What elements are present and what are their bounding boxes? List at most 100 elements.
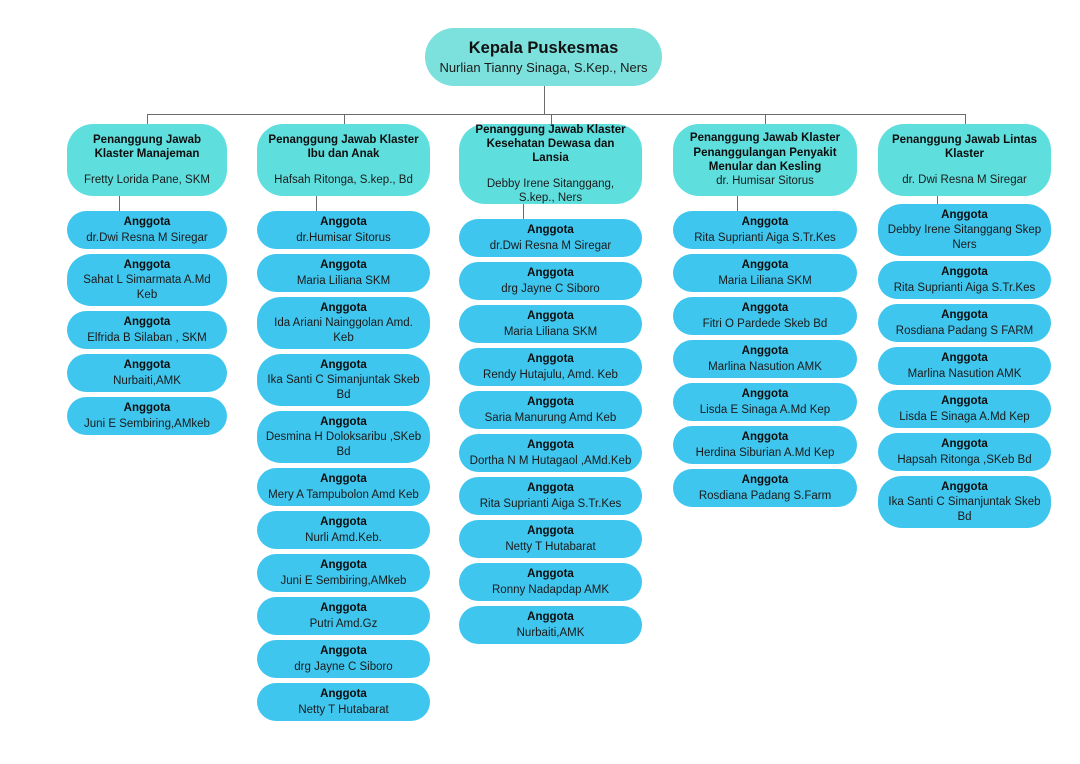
connector-drop-5 bbox=[964, 114, 966, 124]
cluster-head-3[interactable]: Penanggung Jawab Klaster Kesehatan Dewas… bbox=[459, 124, 642, 204]
member-name: Marlina Nasution AMK bbox=[907, 367, 1022, 380]
member-role-label: Anggota bbox=[741, 474, 789, 487]
member-name: Saria Manurung Amd Keb bbox=[484, 411, 617, 424]
member-name: Maria Liliana SKM bbox=[718, 274, 812, 287]
member-name: Netty T Hutabarat bbox=[298, 703, 389, 716]
member-role-label: Anggota bbox=[320, 559, 367, 572]
member-role-label: Anggota bbox=[527, 439, 574, 452]
member-role-label: Anggota bbox=[741, 345, 789, 358]
member-name: Sahat L Simarmata A.Md Keb bbox=[83, 274, 211, 301]
member-name: Putri Amd.Gz bbox=[309, 617, 378, 630]
member-role-label: Anggota bbox=[527, 611, 574, 624]
member-role-label: Anggota bbox=[527, 267, 574, 280]
root-node-name: Nurlian Tianny Sinaga, S.Kep., Ners bbox=[439, 59, 648, 75]
connector-drop-2 bbox=[343, 114, 345, 124]
member-role-label: Anggota bbox=[123, 316, 171, 329]
member-role-label: Anggota bbox=[741, 388, 789, 401]
connector-head-to-members-1 bbox=[119, 196, 120, 211]
member-role-label: Anggota bbox=[527, 224, 574, 237]
member-name: Rita Suprianti Aiga S.Tr.Kes bbox=[479, 497, 622, 510]
member-name: Nurbaiti,AMK bbox=[113, 374, 181, 387]
member-name: Mery A Tampubolon Amd Keb bbox=[268, 488, 419, 501]
root-node-kepala-puskesmas[interactable]: Kepala Puskesmas Nurlian Tianny Sinaga, … bbox=[425, 28, 662, 86]
member-name: Rita Suprianti Aiga S.Tr.Kes bbox=[694, 231, 836, 244]
member-name: Ika Santi C Simanjuntak Skeb Bd bbox=[267, 374, 420, 401]
cluster-head-name: dr. Humisar Sitorus bbox=[716, 175, 814, 188]
member-node[interactable]: Anggota dr.Dwi Resna M Siregar bbox=[459, 219, 642, 257]
member-name: dr.Humisar Sitorus bbox=[296, 231, 391, 244]
connector-drop-3 bbox=[550, 114, 552, 124]
member-role-label: Anggota bbox=[527, 568, 574, 581]
connector-head-to-members-5 bbox=[936, 196, 938, 204]
cluster-head-title: Penanggung Jawab Klaster Kesehatan Dewas… bbox=[475, 123, 626, 165]
cluster-head-title: Penanggung Jawab Klaster Ibu dan Anak bbox=[268, 133, 419, 161]
member-role-label: Anggota bbox=[320, 516, 367, 529]
member-name: Fitri O Pardede Skeb Bd bbox=[702, 317, 828, 330]
cluster-column-3: Penanggung Jawab Klaster Kesehatan Dewas… bbox=[459, 124, 642, 649]
member-role-label: Anggota bbox=[320, 688, 367, 701]
member-name: Rosdiana Padang S FARM bbox=[895, 324, 1034, 337]
cluster-head-title: Penanggung Jawab Lintas Klaster bbox=[891, 133, 1038, 161]
member-name: dr.Dwi Resna M Siregar bbox=[489, 239, 612, 252]
member-role-label: Anggota bbox=[941, 438, 988, 451]
member-role-label: Anggota bbox=[320, 259, 367, 272]
member-role-label: Anggota bbox=[941, 309, 988, 322]
member-name: Dortha N M Hutagaol ,AMd.Keb bbox=[469, 454, 632, 467]
member-name: Juni E Sembiring,AMkeb bbox=[84, 417, 210, 430]
member-role-label: Anggota bbox=[941, 480, 988, 493]
cluster-head-4[interactable]: Penanggung Jawab Klaster Penanggulangan … bbox=[673, 124, 857, 196]
member-name: Maria Liliana SKM bbox=[296, 274, 391, 287]
member-role-label: Anggota bbox=[123, 258, 171, 271]
connector-head-to-members-2 bbox=[315, 196, 317, 211]
member-name: Herdina Siburian A.Md Kep bbox=[695, 446, 835, 459]
member-role-label: Anggota bbox=[320, 473, 367, 486]
member-role-label: Anggota bbox=[320, 415, 367, 428]
member-name: Desmina H Doloksaribu ,SKeb Bd bbox=[265, 431, 422, 458]
member-role-label: Anggota bbox=[320, 645, 367, 658]
